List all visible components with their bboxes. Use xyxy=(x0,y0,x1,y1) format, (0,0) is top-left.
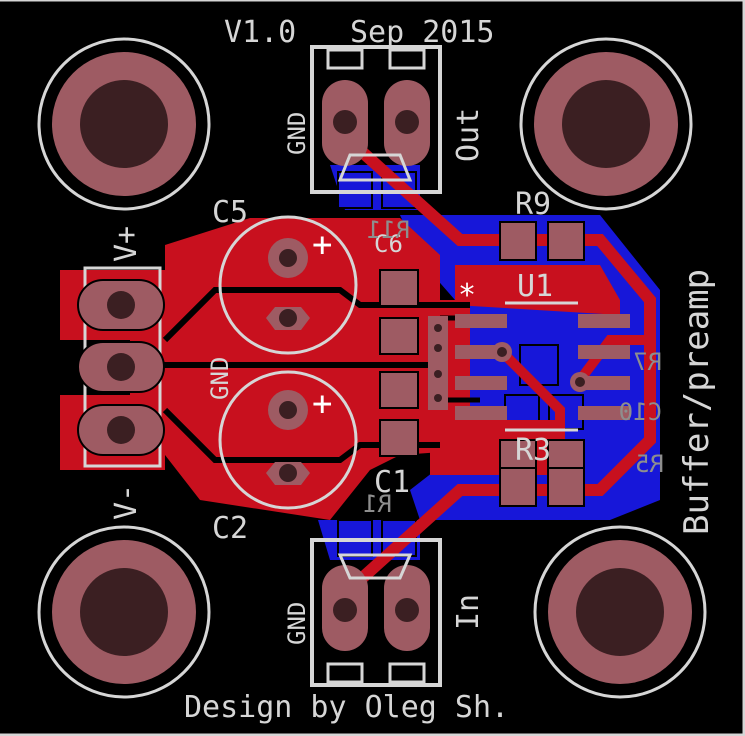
credit-label: Design by Oleg Sh. xyxy=(184,690,509,725)
mounting-hole-bottom-left xyxy=(37,525,211,699)
label-in-gnd: GND xyxy=(283,602,311,645)
label-out-gnd: GND xyxy=(283,112,311,155)
label-c10-bottom: C10 xyxy=(619,398,662,426)
label-c5: C5 xyxy=(212,195,248,230)
svg-text:+: + xyxy=(312,225,332,265)
mounting-hole-top-left xyxy=(37,37,211,211)
label-r9: R9 xyxy=(515,187,551,222)
date-label: Sep 2015 xyxy=(350,15,495,50)
label-c6: C6 xyxy=(374,230,403,258)
label-r5-bottom: R5 xyxy=(635,450,664,478)
svg-text:+: + xyxy=(312,384,332,424)
ic-u1: * xyxy=(455,278,630,432)
capacitor-c5: + xyxy=(218,215,358,355)
mounting-hole-top-right xyxy=(519,37,693,211)
label-in: In xyxy=(451,594,486,630)
label-vminus: V- xyxy=(109,484,144,520)
capacitor-c2: + xyxy=(218,370,358,510)
label-u1: U1 xyxy=(517,269,553,304)
top-copper-layer xyxy=(60,145,656,585)
label-c1: C1 xyxy=(374,465,410,500)
label-r3: R3 xyxy=(515,433,551,468)
input-connector xyxy=(310,538,442,687)
smd-pads xyxy=(379,221,585,507)
label-out: Out xyxy=(451,108,486,162)
label-r1-bottom: R1 xyxy=(363,490,392,518)
power-connector xyxy=(77,266,165,468)
label-vplus: V+ xyxy=(109,226,144,262)
label-r7-bottom: R7 xyxy=(633,348,662,376)
output-connector xyxy=(310,45,442,194)
mounting-hole-bottom-right xyxy=(533,525,707,699)
board-title: Buffer/preamp xyxy=(677,269,717,535)
version-label: V1.0 xyxy=(224,15,296,50)
svg-text:*: * xyxy=(458,278,476,313)
mounting-holes xyxy=(37,37,707,699)
label-r11-bottom: R11 xyxy=(367,216,410,244)
label-power-gnd: GND xyxy=(206,357,234,400)
label-c2: C2 xyxy=(212,511,248,546)
